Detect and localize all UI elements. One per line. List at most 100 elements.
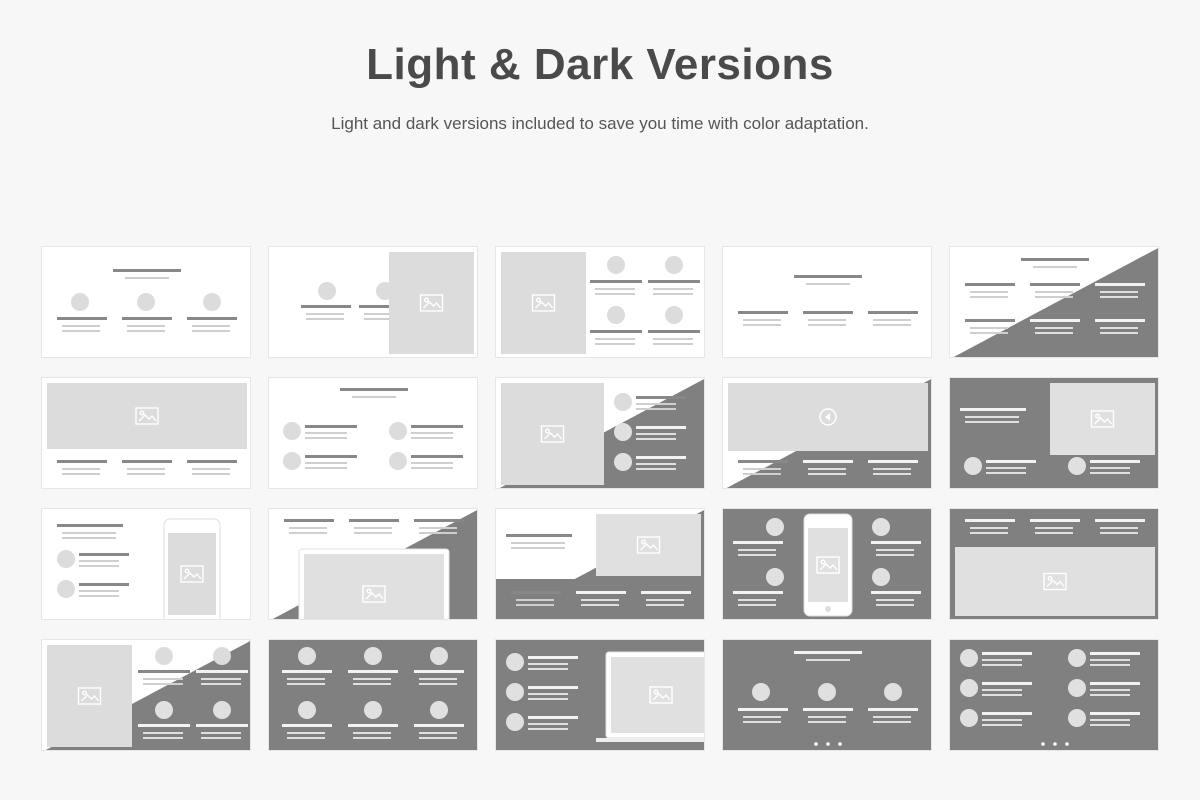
image-icon-mountain: [183, 572, 202, 580]
heading-bar: [1030, 519, 1080, 522]
text-line: [353, 737, 391, 739]
text-line: [743, 473, 781, 475]
text-line: [873, 716, 911, 718]
play-icon: [819, 408, 837, 426]
slide-thumbnail: [41, 246, 251, 358]
text-line: [1035, 327, 1073, 329]
slide-thumbnail-graphic: [496, 509, 704, 619]
heading-bar: [590, 330, 642, 333]
laptop-base: [596, 738, 704, 742]
heading-bar: [282, 670, 332, 673]
list-heading: [1090, 652, 1140, 655]
image-icon-mountain: [423, 301, 442, 309]
list-line: [411, 462, 453, 464]
text-line: [1100, 532, 1138, 534]
list-line: [986, 472, 1026, 474]
avatar-placeholder: [818, 683, 836, 701]
avatar-placeholder: [752, 683, 770, 701]
list-line: [305, 467, 347, 469]
text-line: [127, 473, 165, 475]
list-line: [636, 433, 676, 435]
text-line: [743, 716, 781, 718]
heading-bar: [803, 460, 853, 463]
avatar-placeholder: [283, 422, 301, 440]
text-line: [738, 554, 776, 556]
image-icon-mountain: [81, 694, 100, 702]
text-line: [192, 473, 230, 475]
image-placeholder: [168, 533, 216, 615]
text-line: [738, 604, 776, 606]
text-line: [595, 293, 635, 295]
heading-bar: [590, 280, 642, 283]
title-line: [806, 283, 850, 285]
slide-background: [723, 247, 931, 357]
heading-bar: [738, 460, 788, 463]
text-line: [353, 678, 391, 680]
pagination-dot: [814, 742, 818, 746]
image-placeholder: [808, 528, 848, 602]
list-heading: [305, 455, 357, 458]
list-line: [79, 560, 119, 562]
text-line: [364, 318, 402, 320]
image-placeholder: [389, 252, 474, 354]
avatar-placeholder: [430, 647, 448, 665]
image-icon: [1043, 572, 1067, 591]
image-icon-sun: [545, 428, 551, 434]
text-line: [743, 319, 781, 321]
heading-bar: [348, 670, 398, 673]
text-line: [1035, 296, 1073, 298]
list-line: [982, 659, 1022, 661]
heading-bar: [738, 311, 788, 314]
list-heading: [1090, 682, 1140, 685]
list-line: [1090, 694, 1130, 696]
list-line: [305, 462, 347, 464]
heading-bar: [348, 724, 398, 727]
heading-bar: [511, 591, 561, 594]
avatar-placeholder: [430, 701, 448, 719]
text-line: [876, 554, 914, 556]
avatar-placeholder: [964, 457, 982, 475]
text-line: [143, 678, 183, 680]
title-bar: [113, 269, 181, 272]
text-line: [970, 332, 1008, 334]
text-line: [354, 532, 392, 534]
list-heading: [411, 455, 463, 458]
text-line: [354, 527, 392, 529]
slide-thumbnail-graphic: [723, 640, 931, 750]
text-line: [289, 532, 327, 534]
heading-bar: [733, 541, 783, 544]
list-line: [1090, 719, 1130, 721]
text-line: [970, 532, 1008, 534]
list-line: [411, 432, 453, 434]
text-line: [595, 288, 635, 290]
avatar-placeholder: [607, 256, 625, 274]
text-line: [1100, 527, 1138, 529]
slide-thumbnail: [722, 508, 932, 620]
text-line: [127, 330, 165, 332]
text-line: [419, 527, 457, 529]
text-line: [808, 319, 846, 321]
list-line: [528, 693, 568, 695]
text-line: [1035, 291, 1073, 293]
text-line: [1100, 327, 1138, 329]
text-line: [970, 291, 1008, 293]
avatar-placeholder: [283, 452, 301, 470]
slide-thumbnail: [722, 639, 932, 751]
text-line: [364, 313, 402, 315]
text-line: [306, 318, 344, 320]
slide-thumbnail-graphic: [42, 509, 250, 619]
heading-bar: [284, 519, 334, 522]
heading-bar: [648, 280, 700, 283]
title-line: [1033, 266, 1077, 268]
list-heading: [636, 396, 686, 399]
text-line: [143, 732, 183, 734]
avatar-placeholder: [1068, 679, 1086, 697]
avatar-placeholder: [137, 293, 155, 311]
heading-bar: [1095, 519, 1145, 522]
slide-thumbnail: [949, 377, 1159, 489]
text-line: [201, 737, 241, 739]
heading-bar: [196, 724, 248, 727]
list-heading: [636, 456, 686, 459]
image-icon-frame: [77, 687, 102, 705]
text-line: [419, 683, 457, 685]
